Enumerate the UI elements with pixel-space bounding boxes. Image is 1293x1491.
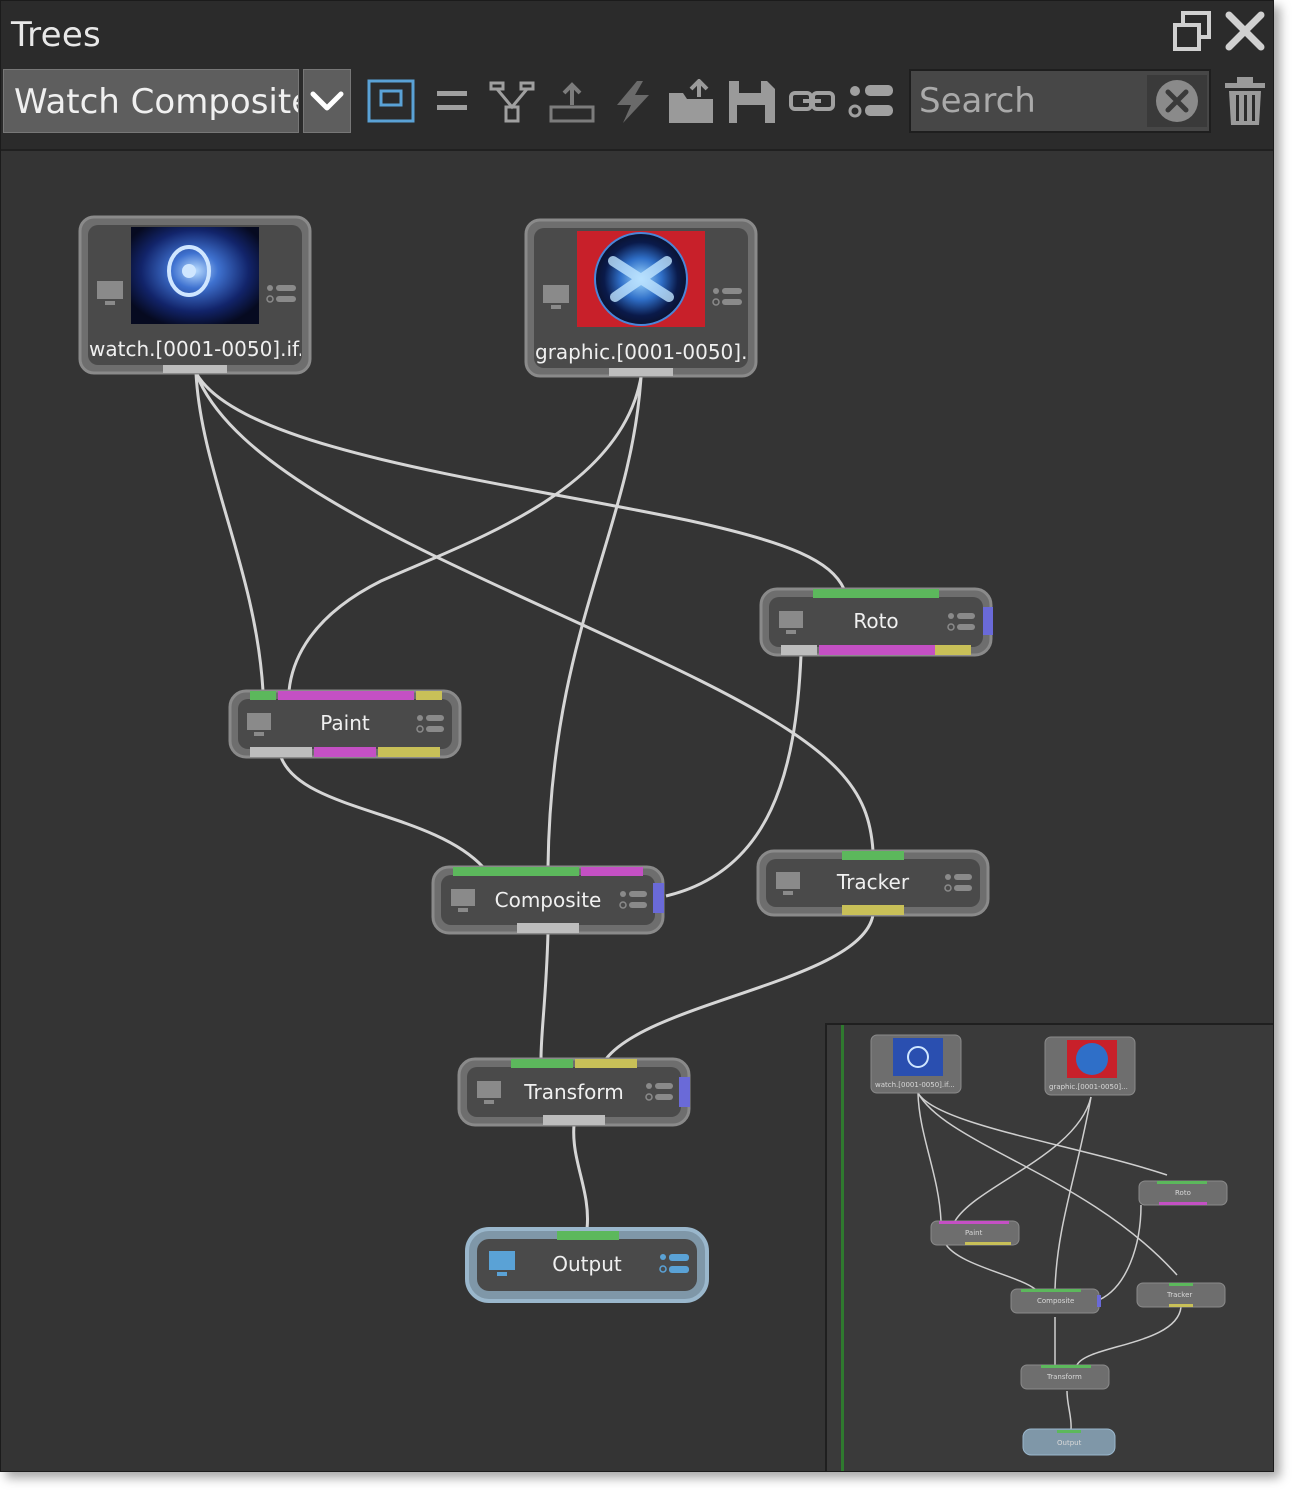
read-node-graphic[interactable] xyxy=(524,218,758,378)
save-icon[interactable] xyxy=(727,79,777,125)
connection-watch-tracker xyxy=(194,372,875,852)
node-label-composite: Composite xyxy=(494,888,602,912)
node-tracker[interactable] xyxy=(756,849,990,917)
node-graph xyxy=(78,215,993,1303)
clear-search-icon xyxy=(1156,80,1198,122)
monitor-icon xyxy=(543,285,569,309)
monitor-icon xyxy=(489,1251,515,1276)
search-input[interactable] xyxy=(913,73,1141,129)
connection-roto-composite xyxy=(665,654,803,898)
menu-icon xyxy=(619,891,647,909)
connection-paint-composite xyxy=(279,756,485,869)
menu-icon xyxy=(947,613,975,631)
node-label-roto: Roto xyxy=(853,609,899,633)
monitor-icon xyxy=(247,713,271,736)
connection-watch-paint xyxy=(194,372,265,692)
minimap-label-roto: Roto xyxy=(1175,1189,1191,1197)
folder-upload-icon[interactable] xyxy=(667,79,717,125)
minimap-label-transform: Transform xyxy=(1047,1373,1082,1381)
menu-icon xyxy=(659,1254,689,1273)
menu-icon xyxy=(645,1083,673,1101)
minimap-label-paint: Paint xyxy=(965,1229,983,1237)
menu-icon xyxy=(266,285,296,303)
connection-graphic-paint xyxy=(287,376,643,692)
monitor-icon xyxy=(451,889,475,912)
tree-dropdown-button[interactable] xyxy=(303,69,351,133)
menu-icon xyxy=(416,715,444,733)
node-roto[interactable] xyxy=(759,587,993,657)
list-icon[interactable] xyxy=(847,79,897,125)
minimap-view-indicator xyxy=(841,1025,844,1471)
tree-select[interactable]: Watch Composite xyxy=(3,69,299,133)
read-node-watch[interactable] xyxy=(78,215,312,375)
search-box xyxy=(909,69,1211,133)
minimap[interactable]: watch.[0001-0050].if... graphic.[0001-00… xyxy=(825,1023,1273,1471)
node-label-transform: Transform xyxy=(524,1080,624,1104)
monitor-icon xyxy=(477,1081,501,1104)
chevron-down-icon xyxy=(310,91,344,111)
lightning-icon[interactable] xyxy=(607,79,657,125)
minimap-label-tracker: Tracker xyxy=(1167,1291,1193,1299)
search-clear-button[interactable] xyxy=(1147,75,1207,127)
node-label-watch: watch.[0001-0050].if... xyxy=(89,337,301,361)
connection-graphic-composite xyxy=(546,376,643,868)
close-icon[interactable] xyxy=(1223,9,1267,53)
restore-window-icon[interactable] xyxy=(1171,9,1215,53)
node-label-paint: Paint xyxy=(320,711,370,735)
menu-icon xyxy=(712,288,742,306)
trash-icon[interactable] xyxy=(1223,75,1267,127)
monitor-icon xyxy=(779,611,803,634)
connection-composite-transform xyxy=(539,932,550,1060)
hamburger-icon[interactable] xyxy=(427,79,477,125)
connection-transform-output xyxy=(572,1124,590,1230)
node-label-graphic: graphic.[0001-0050].... xyxy=(535,340,747,364)
link-icon[interactable] xyxy=(787,79,837,125)
export-icon[interactable] xyxy=(547,79,597,125)
minimap-label-output: Output xyxy=(1057,1439,1082,1447)
title-bar: Trees xyxy=(1,1,1273,67)
node-label-output: Output xyxy=(552,1252,622,1276)
frame-icon[interactable] xyxy=(366,79,416,125)
monitor-icon xyxy=(97,281,123,305)
node-label-tracker: Tracker xyxy=(836,870,910,894)
watch-thumbnail xyxy=(131,227,259,324)
minimap-label-graphic: graphic.[0001-0050]... xyxy=(1049,1083,1128,1091)
branch-icon[interactable] xyxy=(487,79,537,125)
toolbar: Watch Composite xyxy=(1,67,1273,151)
node-composite[interactable] xyxy=(431,865,665,935)
monitor-icon xyxy=(776,872,800,895)
connections xyxy=(194,372,875,1230)
trees-panel: Trees Watch Composite xyxy=(0,0,1274,1472)
minimap-label-composite: Composite xyxy=(1037,1297,1075,1305)
node-output[interactable] xyxy=(465,1227,709,1303)
connection-tracker-transform xyxy=(604,914,875,1060)
menu-icon xyxy=(944,874,972,892)
minimap-label-watch: watch.[0001-0050].if... xyxy=(875,1081,955,1089)
node-transform[interactable] xyxy=(457,1057,691,1127)
panel-title: Trees xyxy=(11,15,102,55)
connection-watch-roto xyxy=(194,372,846,590)
node-paint[interactable] xyxy=(228,689,462,759)
minimap-graph xyxy=(870,1034,1228,1456)
